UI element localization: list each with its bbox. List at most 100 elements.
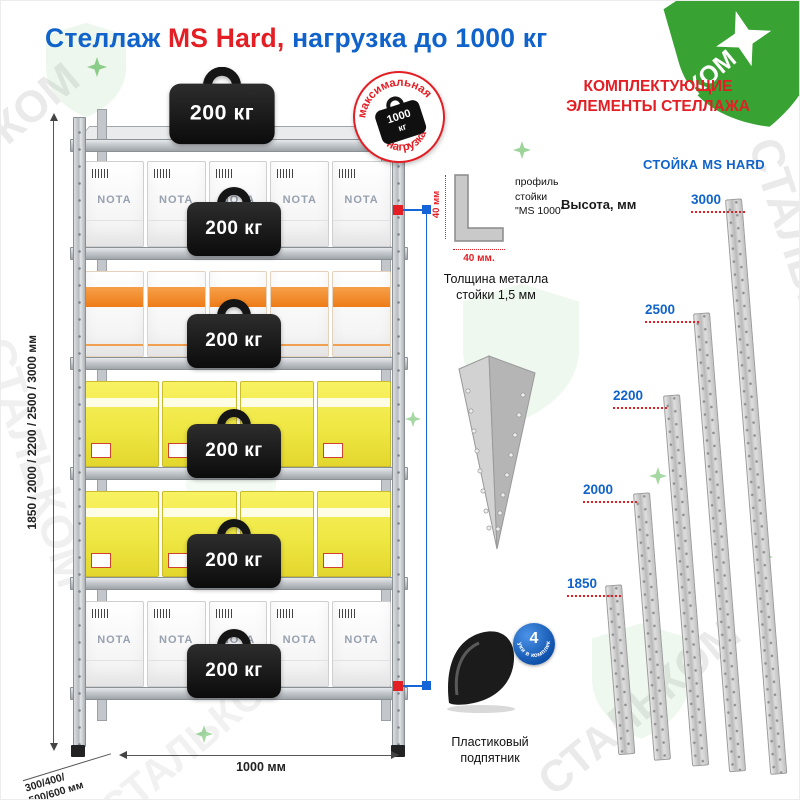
components-header-line1: КОМПЛЕКТУЮЩИЕ (583, 78, 733, 95)
kit-count: 4 (529, 630, 539, 647)
dotted-leader-line (583, 501, 637, 503)
sparkle-icon (513, 141, 531, 159)
rack-illustration: NOTA NOTA NOTA NOTA NOTA NOTA NOT (70, 66, 420, 761)
product-box-orange (85, 271, 144, 357)
weight-body: 200 кг (187, 644, 281, 698)
weight-handle (217, 629, 251, 653)
title-part-product: MS Hard, (168, 23, 285, 53)
product-box-nota: NOTA (85, 161, 144, 247)
weight-label: 200 кг (189, 101, 255, 126)
post-height-label-2500: 2500 (645, 301, 699, 323)
box-brand-label: NOTA (97, 634, 132, 646)
weight-label: 200 кг (205, 218, 263, 239)
weight-label: 200 кг (205, 550, 263, 571)
profile-caption-line: "MS 1000" (515, 205, 565, 218)
marker-blue (422, 205, 431, 214)
post-height-value: 2200 (613, 388, 644, 403)
weight-200kg: 200 кг (169, 66, 275, 145)
components-header-line2: ЭЛЕМЕНТЫ СТЕЛЛАЖА (566, 98, 750, 116)
weight-handle (217, 519, 251, 543)
weight-handle (202, 66, 242, 94)
weight-200kg: 200 кг (187, 299, 281, 369)
weight-body: 200 кг (187, 314, 281, 368)
weight-unit: кг (396, 120, 408, 133)
width-dimension-label: 1000 мм (236, 760, 286, 774)
product-box-orange (332, 271, 391, 357)
height-units-label: Высота, мм (561, 197, 637, 212)
sparkle-icon (649, 467, 667, 485)
post-height-value: 2000 (583, 482, 614, 497)
profile-dim-horizontal-label: 40 мм. (463, 253, 495, 264)
thickness-line2: стойки 1,5 мм (456, 288, 536, 303)
post-section-subheader: СТОЙКА MS HARD (643, 157, 765, 172)
barcode-icon (153, 169, 170, 178)
kit-badge-arc-text: штуки в комплекте (513, 623, 552, 659)
arrowhead (119, 751, 127, 759)
arrowhead (50, 743, 58, 751)
weight-label: 200 кг (205, 440, 263, 461)
post-height-label-2200: 2200 (613, 387, 667, 409)
box-brand-label: NOTA (159, 634, 194, 646)
box-brand-label: NOTA (159, 194, 194, 206)
brand-shield-watermark (591, 623, 691, 739)
product-box-nota: NOTA (332, 161, 391, 247)
post-height-label-1850: 1850 (567, 575, 621, 597)
dotted-leader-line (567, 595, 621, 597)
box-brand-label: NOTA (282, 194, 317, 206)
weight-handle (217, 299, 251, 323)
weight-200kg: 200 кг (187, 409, 281, 479)
orange-band (86, 287, 143, 307)
weight-label: 200 кг (205, 660, 263, 681)
paper-pack (316, 491, 391, 577)
post-height-value: 2500 (645, 302, 676, 317)
sparkle-icon (87, 57, 107, 77)
box-brand-label: NOTA (97, 194, 132, 206)
box-brand-label: NOTA (344, 194, 379, 206)
dotted-leader-line (691, 211, 745, 213)
weight-body: 200 кг (187, 534, 281, 588)
corner-post-illustration (458, 355, 536, 550)
orange-band (147, 287, 205, 307)
barcode-icon (215, 169, 232, 178)
marker-red (393, 681, 403, 691)
profile-dim-line-horizontal (453, 249, 505, 250)
barcode-icon (339, 609, 356, 618)
page-title: Стеллаж MS Hard, нагрузка до 1000 кг (45, 23, 547, 54)
height-values: 1850 / 2000 / 2200 / 2500 / 3000 мм (25, 334, 39, 530)
plastic-foot-caption: Пластиковый подпятник (428, 734, 552, 767)
barcode-icon (153, 609, 170, 618)
height-dimension-line (53, 119, 54, 745)
components-header: КОМПЛЕКТУЮЩИЕ ЭЛЕМЕНТЫ СТЕЛЛАЖА (538, 77, 778, 117)
width-dimension-line (125, 755, 391, 756)
profile-caption: профиль стойки "MS 1000" (515, 175, 564, 219)
orange-band (271, 287, 329, 307)
arrowhead (391, 751, 399, 759)
weight-label: 200 кг (205, 330, 263, 351)
box-brand-label: NOTA (344, 634, 379, 646)
weight-handle (217, 409, 251, 433)
thickness-caption: Толщина металла стойки 1,5 мм (431, 271, 561, 304)
weight-body: 200 кг (169, 83, 275, 145)
weight-200kg: 200 кг (187, 519, 281, 589)
product-box-nota: NOTA (85, 601, 144, 687)
barcode-icon (339, 169, 356, 178)
sparkle-icon (405, 411, 421, 427)
plastic-foot-illustration (447, 631, 515, 713)
post-height-label-3000: 3000 (691, 191, 745, 213)
orange-band (333, 287, 390, 307)
angle-profile-drawing (454, 174, 504, 242)
kit-arc-label: штуки в комплекте (513, 623, 552, 659)
weight-200kg: 200 кг (187, 187, 281, 257)
dotted-leader-line (645, 321, 699, 323)
weight-200kg: 200 кг (187, 629, 281, 699)
profile-caption-line: профиль (515, 176, 559, 188)
marker-connector (403, 685, 423, 687)
barcode-icon (92, 609, 108, 618)
marker-red (393, 205, 403, 215)
barcode-icon (277, 169, 294, 178)
post-height-value: 1850 (567, 576, 598, 591)
weight-body: 200 кг (187, 424, 281, 478)
foot-caption-line2: подпятник (460, 751, 520, 766)
foot-caption-line1: Пластиковый (451, 735, 529, 749)
rack-front-post (73, 117, 86, 747)
